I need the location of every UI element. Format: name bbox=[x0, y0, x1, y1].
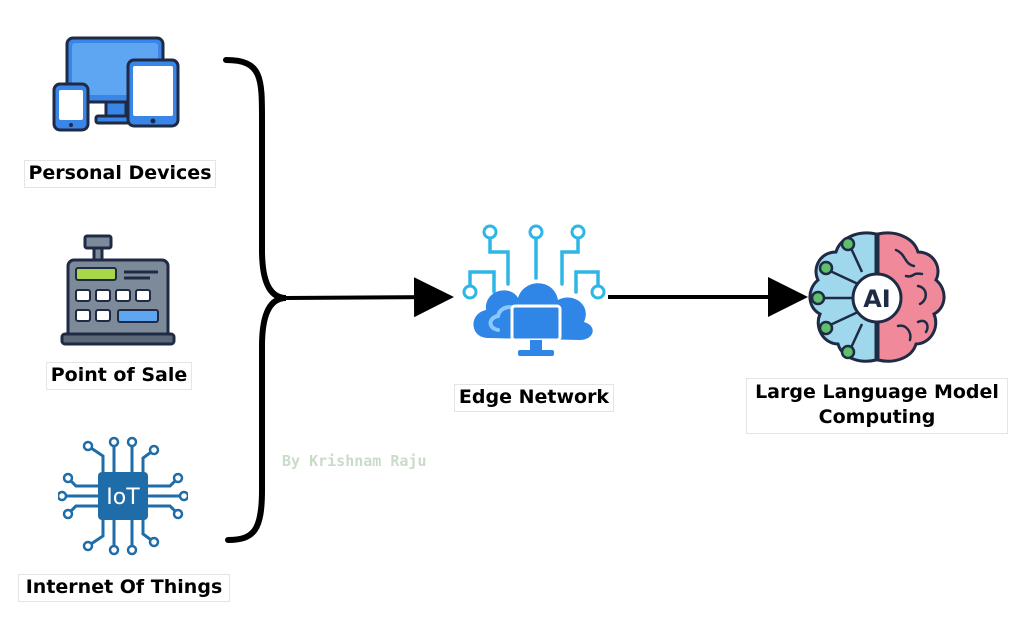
ai-chip-text: AI bbox=[863, 285, 891, 313]
node-label-point-of-sale: Point of Sale bbox=[46, 362, 192, 390]
watermark: By Krishnam Raju bbox=[282, 452, 427, 470]
arrow-to-edge-network bbox=[285, 277, 454, 318]
cash-register-icon bbox=[60, 234, 176, 346]
iot-chip-text: IoT bbox=[106, 485, 140, 510]
node-label-internet-of-things: Internet Of Things bbox=[18, 574, 230, 602]
cloud-network-icon bbox=[462, 224, 606, 356]
devices-icon bbox=[52, 36, 180, 132]
node-label-llm-computing: Large Language Model Computing bbox=[746, 378, 1008, 434]
grouping-brace bbox=[223, 57, 287, 543]
ai-brain-icon: AI bbox=[808, 231, 946, 363]
iot-chip-icon: IoT bbox=[58, 436, 188, 556]
node-label-edge-network: Edge Network bbox=[454, 384, 614, 412]
node-label-personal-devices: Personal Devices bbox=[24, 160, 216, 188]
